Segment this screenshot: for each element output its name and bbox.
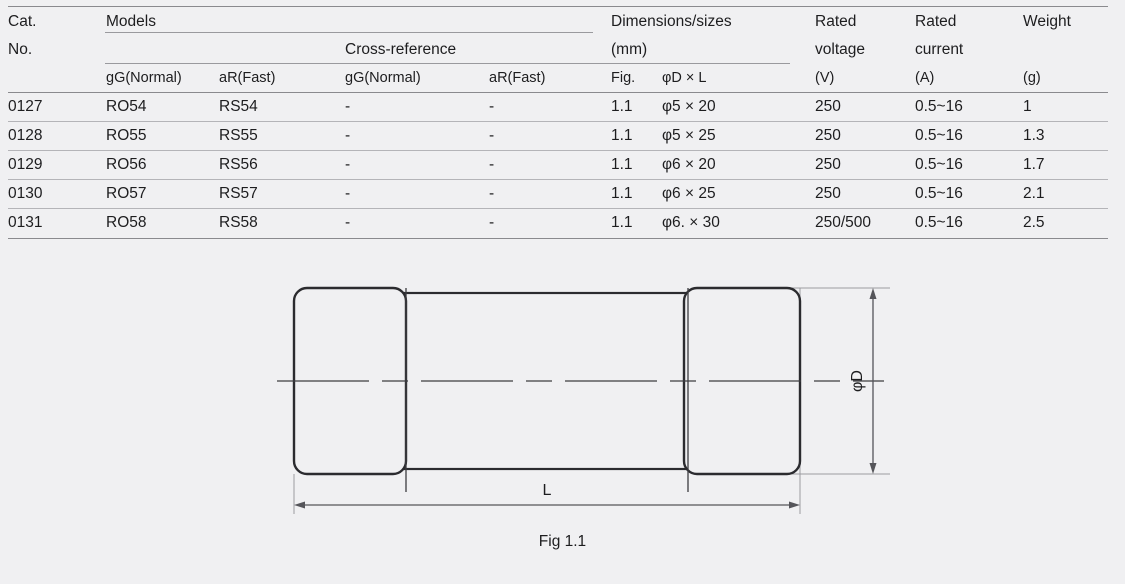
subheader-models-ar: aR(Fast) bbox=[219, 70, 276, 86]
table-top-rule bbox=[8, 6, 1108, 7]
cell-voltage: 250 bbox=[815, 156, 841, 173]
row-separator-rule bbox=[8, 121, 1108, 122]
cell-cross-gg: - bbox=[345, 214, 351, 231]
cell-cat-no: 0130 bbox=[8, 185, 43, 202]
subheader-cross-gg: gG(Normal) bbox=[345, 70, 421, 86]
header-dimensions-line1: Dimensions/sizes bbox=[611, 13, 732, 30]
cell-weight: 1.7 bbox=[1023, 156, 1045, 173]
diameter-label: φD bbox=[849, 370, 866, 392]
length-label: L bbox=[543, 482, 552, 499]
header-cross-reference: Cross-reference bbox=[345, 41, 457, 58]
cell-weight: 1.3 bbox=[1023, 127, 1045, 144]
diameter-dimension: φD bbox=[849, 288, 877, 474]
cell-cat-no: 0127 bbox=[8, 98, 43, 115]
cell-cross-gg: - bbox=[345, 156, 351, 173]
cell-model-ar: RS54 bbox=[219, 98, 258, 115]
cell-weight: 1 bbox=[1023, 98, 1032, 115]
cell-current: 0.5~16 bbox=[915, 127, 963, 144]
cell-model-gg: RO55 bbox=[106, 127, 147, 144]
subheader-diameter-length: φD × L bbox=[662, 70, 707, 86]
row-separator-rule bbox=[8, 179, 1108, 180]
cell-model-gg: RO54 bbox=[106, 98, 147, 115]
cell-fig: 1.1 bbox=[611, 98, 633, 115]
cell-cross-ar: - bbox=[489, 127, 495, 144]
cell-weight: 2.1 bbox=[1023, 185, 1045, 202]
cell-current: 0.5~16 bbox=[915, 214, 963, 231]
cell-model-ar: RS56 bbox=[219, 156, 258, 173]
cell-fig: 1.1 bbox=[611, 127, 633, 144]
subheader-weight-unit: (g) bbox=[1023, 70, 1041, 86]
cell-voltage: 250/500 bbox=[815, 214, 872, 231]
cell-model-ar: RS57 bbox=[219, 185, 258, 202]
cell-cross-ar: - bbox=[489, 185, 495, 202]
cell-model-gg: RO56 bbox=[106, 156, 147, 173]
subheader-current-unit: (A) bbox=[915, 70, 935, 86]
length-dimension: L bbox=[294, 482, 800, 509]
fuse-dimension-drawing: φD L bbox=[0, 252, 1125, 579]
cell-current: 0.5~16 bbox=[915, 156, 963, 173]
cell-voltage: 250 bbox=[815, 127, 841, 144]
cell-cross-ar: - bbox=[489, 214, 495, 231]
cell-current: 0.5~16 bbox=[915, 98, 963, 115]
cell-cross-gg: - bbox=[345, 98, 351, 115]
vertical-center-marks bbox=[405, 288, 689, 492]
table-bottom-rule bbox=[8, 238, 1108, 239]
subheader-voltage-unit: (V) bbox=[815, 70, 835, 86]
header-rated-voltage-line2: voltage bbox=[815, 41, 865, 58]
header-cat-no-line2: No. bbox=[8, 41, 33, 58]
row-separator-rule bbox=[8, 208, 1108, 209]
header-bottom-rule bbox=[8, 92, 1108, 93]
header-rated-current-line1: Rated bbox=[915, 13, 957, 30]
specification-table: Cat. No. Models Cross-reference Dimensio… bbox=[0, 0, 1125, 245]
cell-dimensions: φ6. × 30 bbox=[662, 214, 720, 231]
cell-cross-ar: - bbox=[489, 98, 495, 115]
subheader-fig: Fig. bbox=[611, 70, 636, 86]
figure-caption: Fig 1.1 bbox=[538, 533, 587, 550]
header-rated-voltage-line1: Rated bbox=[815, 13, 857, 30]
cell-dimensions: φ6 × 25 bbox=[662, 185, 716, 202]
cell-cat-no: 0131 bbox=[8, 214, 43, 231]
cell-cross-gg: - bbox=[345, 185, 351, 202]
cell-fig: 1.1 bbox=[611, 214, 633, 231]
cell-fig: 1.1 bbox=[611, 156, 633, 173]
header-weight: Weight bbox=[1023, 13, 1071, 30]
cell-voltage: 250 bbox=[815, 98, 841, 115]
header-dimensions-line2: (mm) bbox=[611, 41, 648, 58]
header-models: Models bbox=[106, 13, 156, 30]
cell-cat-no: 0128 bbox=[8, 127, 43, 144]
cell-model-gg: RO57 bbox=[106, 185, 147, 202]
cell-dimensions: φ5 × 20 bbox=[662, 98, 716, 115]
row-separator-rule bbox=[8, 150, 1108, 151]
cell-model-ar: RS58 bbox=[219, 214, 258, 231]
cell-voltage: 250 bbox=[815, 185, 841, 202]
cell-current: 0.5~16 bbox=[915, 185, 963, 202]
header-rated-current-line2: current bbox=[915, 41, 964, 58]
cell-model-ar: RS55 bbox=[219, 127, 258, 144]
models-group-rule bbox=[105, 32, 593, 33]
cell-model-gg: RO58 bbox=[106, 214, 147, 231]
cell-dimensions: φ6 × 20 bbox=[662, 156, 716, 173]
cell-weight: 2.5 bbox=[1023, 214, 1045, 231]
cell-dimensions: φ5 × 25 bbox=[662, 127, 716, 144]
cell-fig: 1.1 bbox=[611, 185, 633, 202]
header-cat-no-line1: Cat. bbox=[8, 13, 37, 30]
subheader-models-gg: gG(Normal) bbox=[106, 70, 182, 86]
subheader-cross-ar: aR(Fast) bbox=[489, 70, 546, 86]
subheader-rule bbox=[105, 63, 790, 64]
cell-cat-no: 0129 bbox=[8, 156, 43, 173]
cell-cross-gg: - bbox=[345, 127, 351, 144]
cell-cross-ar: - bbox=[489, 156, 495, 173]
